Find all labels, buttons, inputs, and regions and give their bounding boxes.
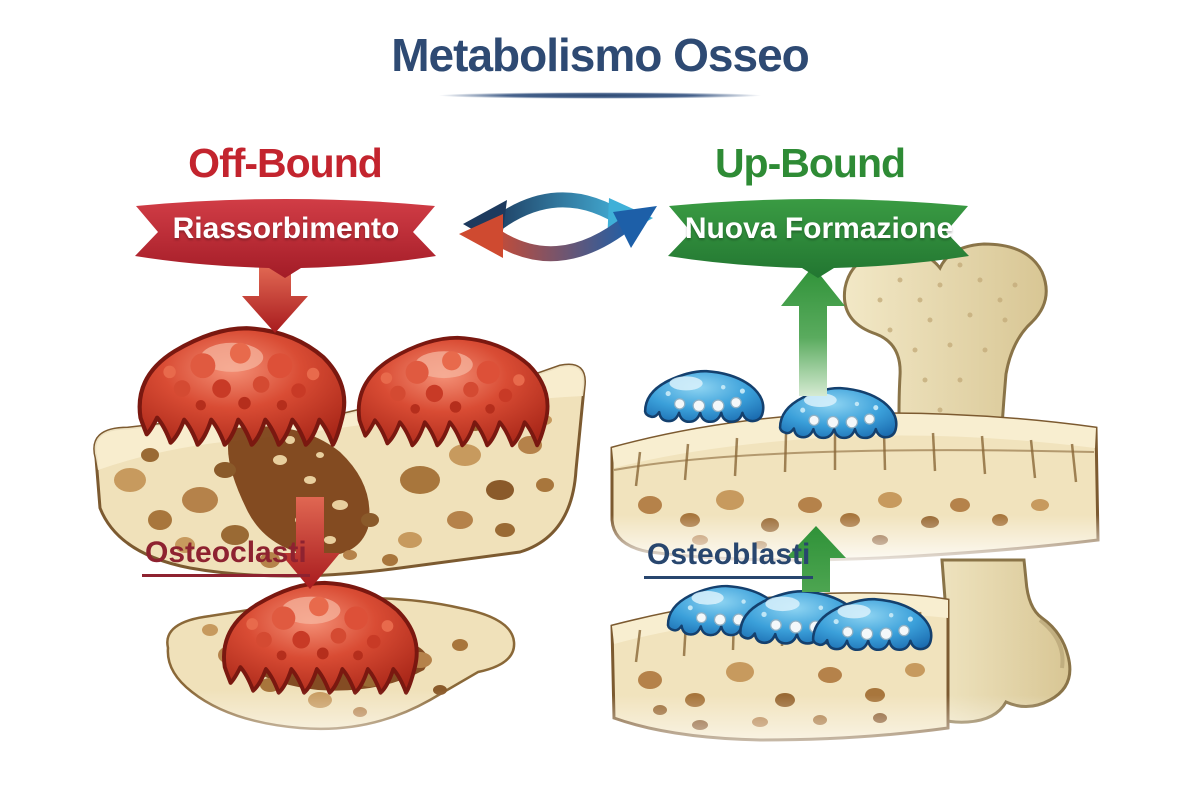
right-scene-formation [600,242,1105,570]
left-scene-resorption [93,328,586,578]
formation-banner: Nuova Formazione [666,196,972,284]
right-scene-osteoblast-row [600,558,1105,775]
page-title: Metabolismo Osseo [391,29,810,81]
red-ribbon-icon [135,199,436,278]
up-arrow-icon-small [786,526,846,592]
right-heading: Up-Bound [714,140,906,186]
green-ribbon-icon [668,199,969,278]
left-scene-pit [150,580,540,770]
resorption-banner-label: Riassorbimento [172,212,400,245]
cycle-arrows-icon [459,192,657,262]
up-arrow-icon [781,266,845,396]
left-heading: Off-Bound [188,140,383,186]
down-arrow-icon [242,267,308,333]
resorption-banner: Riassorbimento [133,196,439,284]
osteoclasts-label: Osteoclasti [142,536,310,577]
formation-banner-label: Nuova Formazione [684,212,954,245]
down-arrow-icon-small [280,497,340,589]
title-underline [430,92,770,99]
osteoblasts-label: Osteoblasti [644,538,814,579]
